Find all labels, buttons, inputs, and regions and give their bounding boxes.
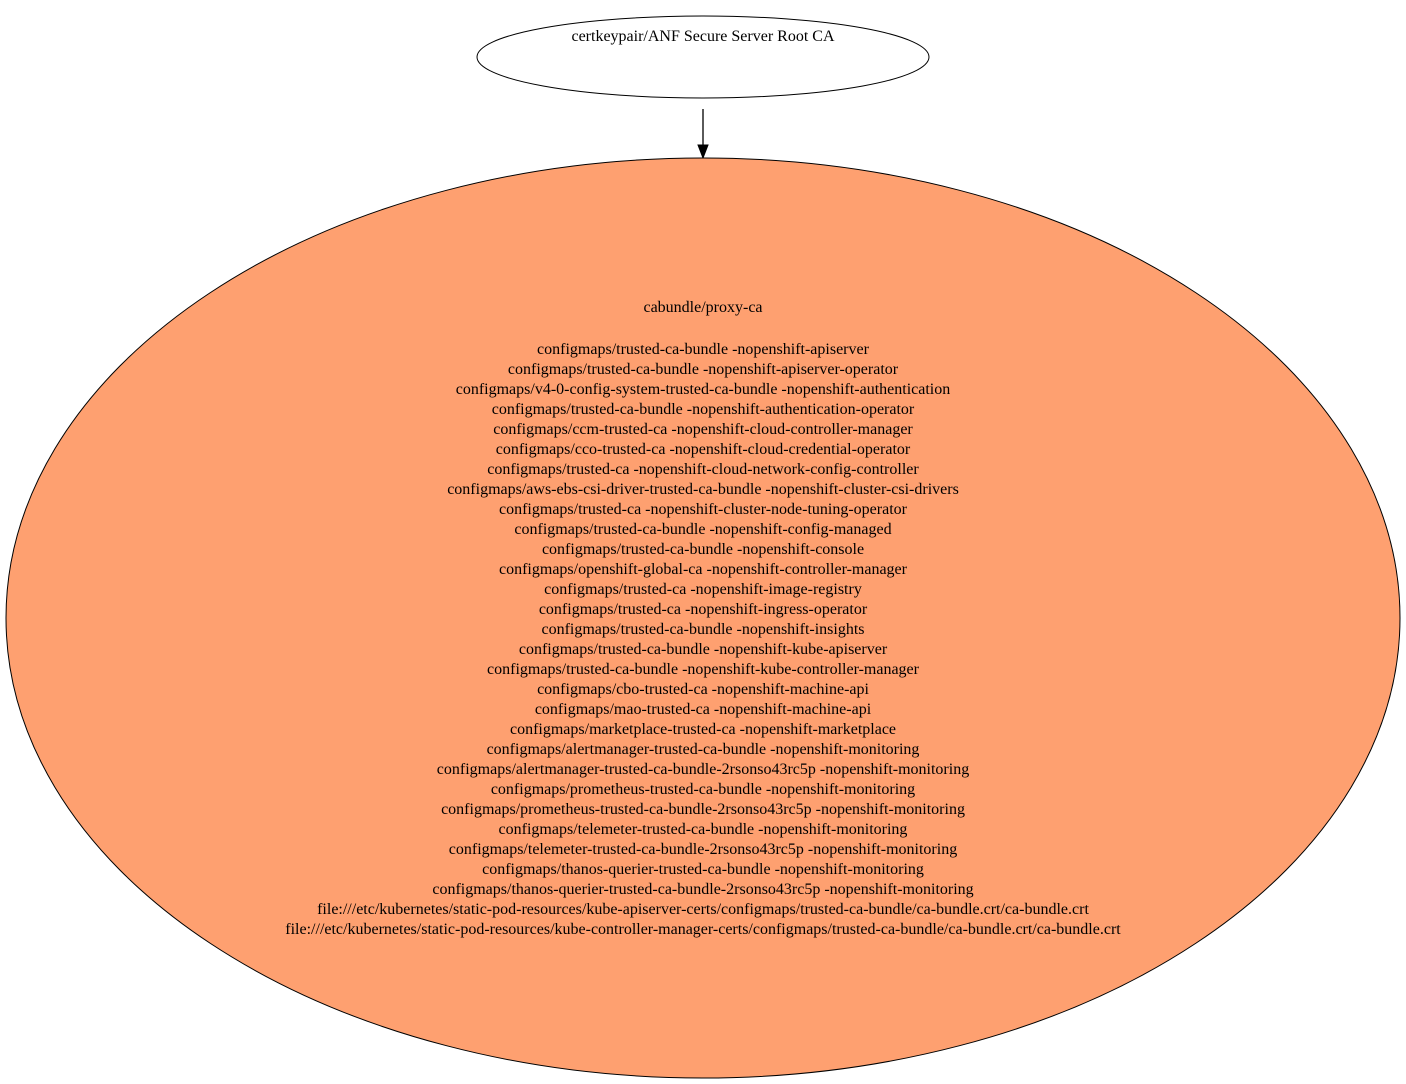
bundle-consumer-item: configmaps/thanos-querier-trusted-ca-bun… xyxy=(482,861,924,878)
bundle-consumer-item: configmaps/trusted-ca -nopenshift-image-… xyxy=(544,581,862,598)
edge-arrowhead xyxy=(697,144,709,160)
bundle-consumer-item: configmaps/trusted-ca-bundle -nopenshift… xyxy=(508,361,899,378)
bundle-consumer-item: configmaps/prometheus-trusted-ca-bundle-… xyxy=(441,801,965,818)
bundle-consumer-item: configmaps/alertmanager-trusted-ca-bundl… xyxy=(437,761,969,778)
bundle-consumer-item: configmaps/alertmanager-trusted-ca-bundl… xyxy=(487,741,920,758)
bundle-consumer-item: configmaps/mao-trusted-ca -nopenshift-ma… xyxy=(535,701,872,718)
bundle-consumer-item: configmaps/telemeter-trusted-ca-bundle-2… xyxy=(449,841,957,858)
bundle-consumer-item: configmaps/openshift-global-ca -nopenshi… xyxy=(499,561,908,578)
bundle-consumer-item: configmaps/marketplace-trusted-ca -nopen… xyxy=(510,721,896,738)
bundle-consumer-item: configmaps/cco-trusted-ca -nopenshift-cl… xyxy=(496,441,911,458)
bundle-consumer-item: configmaps/trusted-ca-bundle -nopenshift… xyxy=(542,541,864,558)
bundle-consumer-item: file:///etc/kubernetes/static-pod-resour… xyxy=(285,921,1121,938)
bundle-consumer-item: configmaps/v4-0-config-system-trusted-ca… xyxy=(456,381,951,398)
bundle-consumer-item: configmaps/trusted-ca -nopenshift-cloud-… xyxy=(487,461,919,478)
bundle-consumer-item: configmaps/prometheus-trusted-ca-bundle … xyxy=(491,781,915,798)
bundle-consumer-item: configmaps/trusted-ca-bundle -nopenshift… xyxy=(537,341,870,358)
bundle-consumer-item: configmaps/cbo-trusted-ca -nopenshift-ma… xyxy=(537,681,869,698)
bundle-consumer-item: configmaps/trusted-ca-bundle -nopenshift… xyxy=(514,521,891,538)
bundle-consumer-item: configmaps/trusted-ca -nopenshift-cluste… xyxy=(499,501,908,518)
root-node-label: certkeypair/ANF Secure Server Root CA xyxy=(571,28,834,45)
edge-root-to-bundle xyxy=(697,109,709,160)
bundle-consumer-list: configmaps/trusted-ca-bundle -nopenshift… xyxy=(285,341,1121,938)
bundle-consumer-item: configmaps/ccm-trusted-ca -nopenshift-cl… xyxy=(493,421,913,438)
bundle-consumer-item: configmaps/trusted-ca -nopenshift-ingres… xyxy=(539,601,868,618)
root-node-shape xyxy=(476,15,930,99)
bundle-node[interactable]: cabundle/proxy-ca configmaps/trusted-ca-… xyxy=(5,157,1401,1079)
bundle-consumer-item: configmaps/telemeter-trusted-ca-bundle -… xyxy=(499,821,908,838)
bundle-consumer-item: configmaps/trusted-ca-bundle -nopenshift… xyxy=(487,661,920,678)
bundle-node-title: cabundle/proxy-ca xyxy=(643,299,762,316)
bundle-node-shape xyxy=(5,157,1401,1079)
bundle-consumer-item: configmaps/trusted-ca-bundle -nopenshift… xyxy=(492,401,915,418)
bundle-consumer-item: configmaps/trusted-ca-bundle -nopenshift… xyxy=(541,621,864,638)
bundle-consumer-item: configmaps/trusted-ca-bundle -nopenshift… xyxy=(519,641,888,658)
root-node[interactable]: certkeypair/ANF Secure Server Root CA xyxy=(476,15,930,99)
bundle-consumer-item: configmaps/thanos-querier-trusted-ca-bun… xyxy=(432,881,973,898)
bundle-consumer-item: configmaps/aws-ebs-csi-driver-trusted-ca… xyxy=(447,481,959,498)
bundle-consumer-item: file:///etc/kubernetes/static-pod-resour… xyxy=(317,901,1089,918)
